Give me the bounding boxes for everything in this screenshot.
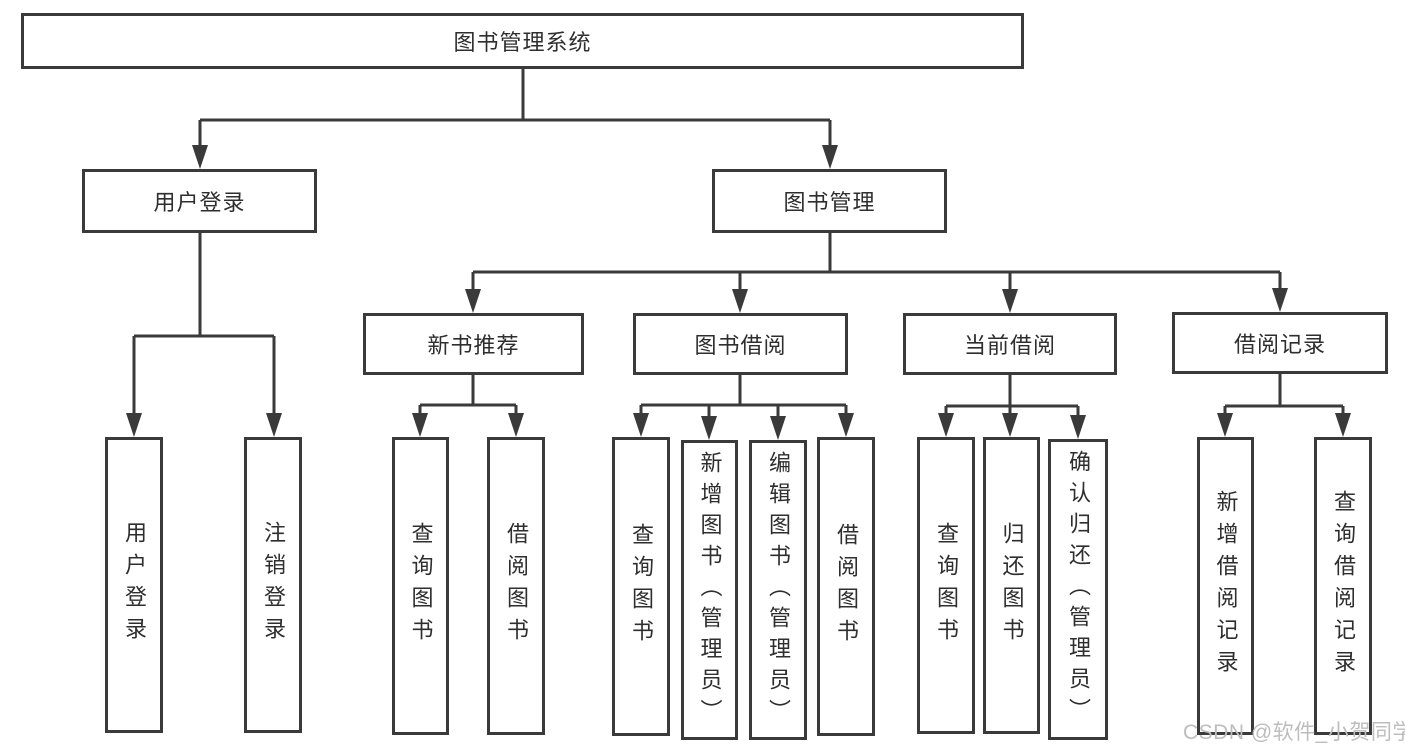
arrow-down-icon xyxy=(701,416,717,440)
arrow-down-icon xyxy=(192,145,208,169)
node-new-book-recommend: 新书推荐 xyxy=(363,313,584,375)
connector-bookmgmt-to-level3 xyxy=(471,233,1282,291)
arrow-down-icon xyxy=(822,145,838,169)
arrow-down-icon xyxy=(1002,289,1018,313)
node-leaf-query-books-1: 查询图书 xyxy=(392,437,449,735)
node-label: 当前借阅 xyxy=(963,333,1056,358)
connector-newbooks-to-leaves xyxy=(418,375,518,415)
arrow-down-icon xyxy=(266,413,282,437)
arrow-down-icon xyxy=(1272,288,1288,312)
node-book-management-system: 图书管理系统 xyxy=(21,13,1024,69)
node-leaf-borrow-books-1: 借阅图书 xyxy=(487,437,545,735)
node-leaf-query-books-2: 查询图书 xyxy=(612,437,670,736)
arrow-down-icon xyxy=(838,413,854,437)
connector-userlogin-to-leaves xyxy=(132,233,276,415)
node-label: 确认归还（管理员） xyxy=(1066,450,1091,729)
node-label: 图书借阅 xyxy=(694,333,787,358)
node-label: 借阅图书 xyxy=(504,522,529,650)
node-label: 图书管理系统 xyxy=(453,30,592,55)
arrow-down-icon xyxy=(508,413,524,437)
node-label: 用户登录 xyxy=(153,190,246,215)
arrow-down-icon xyxy=(1002,413,1018,437)
node-leaf-edit-books-admin: 编辑图书（管理员） xyxy=(749,440,807,740)
node-label: 查询图书 xyxy=(408,522,434,650)
node-label: 图书管理 xyxy=(783,190,876,215)
node-leaf-return-books: 归还图书 xyxy=(983,437,1040,734)
arrow-down-icon xyxy=(465,289,481,313)
node-label: 借阅记录 xyxy=(1233,332,1326,357)
node-label: 查询图书 xyxy=(934,521,959,650)
arrow-down-icon xyxy=(126,413,142,437)
arrow-down-icon xyxy=(1217,413,1233,437)
node-current-borrowing: 当前借阅 xyxy=(903,313,1117,375)
connector-current-to-leaves xyxy=(944,375,1080,417)
node-leaf-add-borrow-record: 新增借阅记录 xyxy=(1197,437,1254,735)
node-label: 用户登录 xyxy=(122,521,147,649)
node-borrowing-records: 借阅记录 xyxy=(1172,312,1388,374)
node-user-login-module: 用户登录 xyxy=(82,169,317,233)
node-leaf-query-borrow-record: 查询借阅记录 xyxy=(1314,437,1372,735)
arrow-down-icon xyxy=(938,413,954,437)
node-label: 归还图书 xyxy=(999,521,1025,650)
node-leaf-add-books-admin: 新增图书（管理员） xyxy=(681,440,738,740)
arrow-down-icon xyxy=(633,413,649,437)
node-leaf-logout: 注销登录 xyxy=(244,437,302,733)
node-label: 新增借阅记录 xyxy=(1213,490,1239,682)
node-leaf-user-login: 用户登录 xyxy=(105,437,163,733)
node-leaf-query-books-3: 查询图书 xyxy=(917,437,975,734)
arrow-down-icon xyxy=(1335,413,1351,437)
node-label: 查询借阅记录 xyxy=(1331,490,1356,682)
node-leaf-borrow-books-2: 借阅图书 xyxy=(817,437,875,736)
arrow-down-icon xyxy=(412,413,428,437)
node-label: 新书推荐 xyxy=(427,333,520,358)
watermark: CSDN @软件_小贺同学 xyxy=(1183,721,1405,744)
connector-borrowing-to-leaves xyxy=(639,375,848,418)
node-book-borrowing: 图书借阅 xyxy=(633,313,848,375)
node-leaf-confirm-return-admin: 确认归还（管理员） xyxy=(1048,439,1108,740)
connector-records-to-leaves xyxy=(1223,374,1345,415)
node-label: 查询图书 xyxy=(629,522,654,651)
node-label: 新增图书（管理员） xyxy=(697,450,723,730)
node-label: 编辑图书（管理员） xyxy=(766,450,791,730)
node-label: 注销登录 xyxy=(261,521,286,649)
arrow-down-icon xyxy=(732,289,748,313)
node-book-management-module: 图书管理 xyxy=(712,169,947,233)
arrow-down-icon xyxy=(770,416,786,440)
connector-root-to-level2 xyxy=(198,69,832,147)
arrow-down-icon xyxy=(1070,415,1086,439)
node-label: 借阅图书 xyxy=(834,522,859,651)
